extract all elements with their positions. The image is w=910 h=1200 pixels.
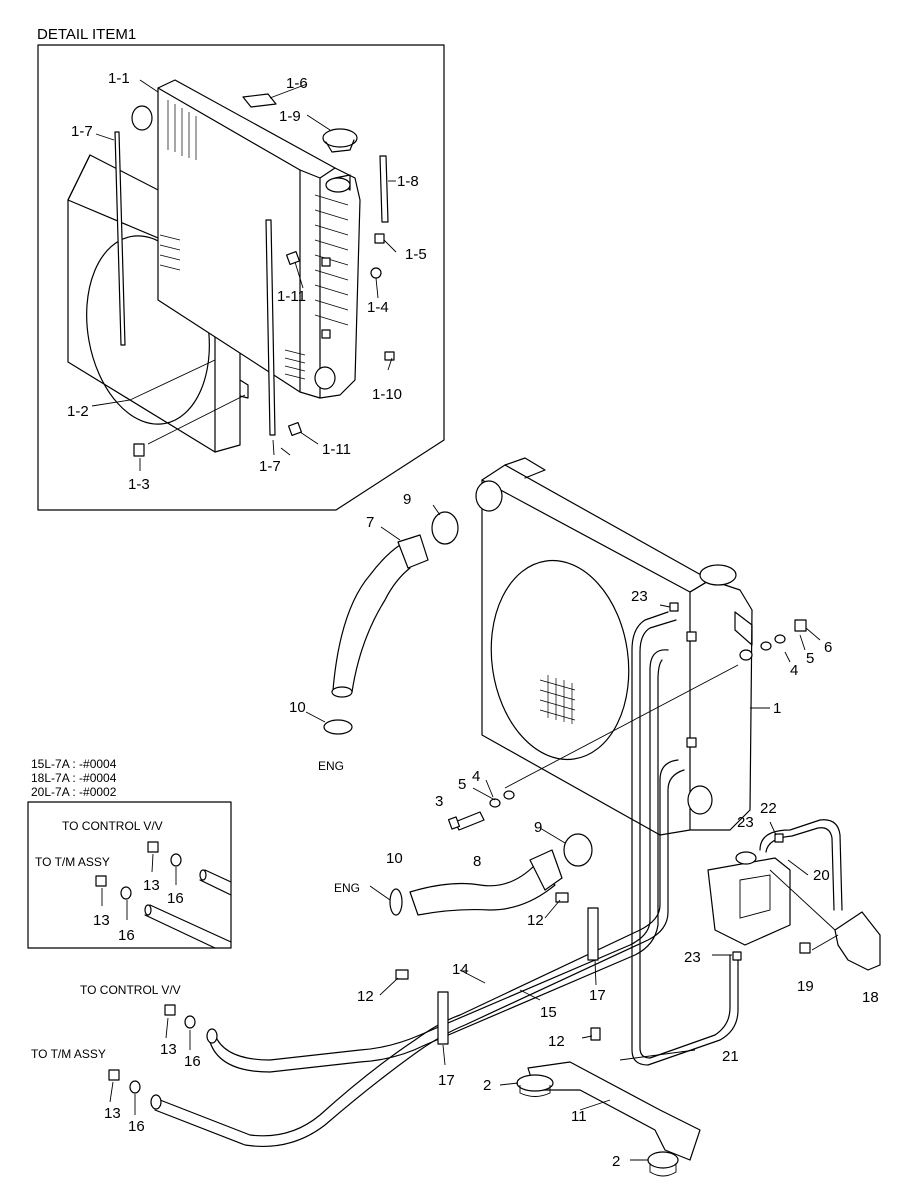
label-1-4: 1-4 — [367, 299, 389, 316]
serial-note-20l: 20L-7A : -#0002 — [31, 785, 117, 799]
label-15: 15 — [540, 1004, 557, 1021]
bolt-19 — [799, 942, 811, 954]
detail-fittings — [133, 233, 395, 457]
label-16-main-bottom: 16 — [128, 1118, 145, 1135]
label-7: 7 — [366, 514, 374, 531]
label-1-8: 1-8 — [397, 173, 419, 190]
serial-note-15l: 15L-7A : -#0004 — [31, 757, 117, 771]
inset-label-13-top: 13 — [143, 877, 160, 894]
detail-item1-panel: DETAIL ITEM1 — [37, 26, 445, 511]
label-1-7-bottom: 1-7 — [259, 458, 281, 475]
label-2-top: 2 — [483, 1077, 491, 1094]
main-radiator — [475, 457, 753, 836]
reservoir-bracket — [834, 911, 881, 971]
inset-frame — [27, 801, 232, 949]
detail-overflow-pipe — [379, 155, 389, 223]
label-22: 22 — [760, 800, 777, 817]
label-18: 18 — [862, 989, 879, 1006]
coolant-reservoir — [707, 819, 843, 946]
label-8: 8 — [473, 853, 481, 870]
inset-label-16-top: 16 — [167, 890, 184, 907]
label-9-mid: 9 — [534, 819, 542, 836]
label-eng-top: ENG — [318, 759, 344, 773]
inset-label-16-bottom: 16 — [118, 927, 135, 944]
label-4-left: 4 — [472, 768, 480, 785]
label-1-main: 1 — [773, 700, 781, 717]
label-13-main-top: 13 — [160, 1041, 177, 1058]
label-9-top: 9 — [403, 491, 411, 508]
label-1-11-top: 1-11 — [277, 288, 306, 305]
label-eng-mid: ENG — [334, 881, 360, 895]
label-to-tm-main: TO T/M ASSY — [31, 1047, 106, 1061]
label-11: 11 — [571, 1108, 587, 1125]
label-1-2: 1-2 — [67, 403, 89, 420]
label-20: 20 — [813, 867, 830, 884]
label-1-11-bottom: 1-11 — [322, 441, 351, 458]
clamp-lower — [563, 833, 593, 867]
label-1-1: 1-1 — [108, 70, 130, 87]
serial-notes: 15L-7A : -#0004 18L-7A : -#0004 20L-7A :… — [31, 757, 117, 799]
oil-cooler-lines — [150, 649, 685, 1148]
label-to-control-main: TO CONTROL V/V — [80, 983, 181, 997]
detail-label-plate — [242, 93, 277, 108]
upper-hose — [331, 534, 429, 698]
label-21: 21 — [722, 1048, 739, 1065]
label-17-left: 17 — [438, 1072, 455, 1089]
label-1-5: 1-5 — [405, 246, 427, 263]
label-10-mid: 10 — [386, 850, 403, 867]
inset-to-control: TO CONTROL V/V — [62, 819, 163, 833]
detail-radiator-core — [131, 79, 361, 399]
label-5-left: 5 — [458, 776, 466, 793]
label-1-10: 1-10 — [372, 386, 402, 403]
mount-bracket — [516, 1061, 701, 1177]
bolt-washers — [447, 619, 807, 831]
label-14: 14 — [452, 961, 469, 978]
detail-frame — [37, 44, 445, 511]
label-10-top: 10 — [289, 699, 306, 716]
label-6: 6 — [824, 639, 832, 656]
label-3: 3 — [435, 793, 443, 810]
clamp-top — [431, 511, 459, 545]
detail-leader-lines — [91, 79, 397, 471]
label-4-right: 4 — [790, 662, 798, 679]
label-1-3: 1-3 — [128, 476, 150, 493]
label-1-9: 1-9 — [279, 108, 301, 125]
serial-note-18l: 18L-7A : -#0004 — [31, 771, 117, 785]
label-5-right: 5 — [806, 650, 814, 667]
label-12-left: 12 — [357, 988, 374, 1005]
lower-hose — [409, 849, 563, 916]
label-16-main-top: 16 — [184, 1053, 201, 1070]
detail-seal-strips — [114, 131, 276, 436]
inset-label-13-bottom: 13 — [93, 912, 110, 929]
label-12-bottom: 12 — [548, 1033, 565, 1050]
clamp-engine-lower — [389, 888, 403, 916]
label-23-top: 23 — [631, 588, 648, 605]
overflow-tube — [631, 611, 739, 1066]
label-23-bottom: 23 — [684, 949, 701, 966]
detail-title: DETAIL ITEM1 — [37, 26, 136, 43]
label-1-6: 1-6 — [286, 75, 308, 92]
label-17-right: 17 — [589, 987, 606, 1004]
inset-early-serial: TO CONTROL V/V TO T/M ASSY 13 16 13 16 — [27, 801, 232, 949]
main-leader-lines — [305, 504, 839, 1161]
label-23-mid: 23 — [737, 814, 754, 831]
line-brackets — [437, 907, 599, 1045]
inset-to-tm: TO T/M ASSY — [35, 855, 110, 869]
small-fittings — [108, 602, 784, 1094]
label-13-main-bottom: 13 — [104, 1105, 121, 1122]
label-1-7-top: 1-7 — [71, 123, 93, 140]
label-12-mid: 12 — [527, 912, 544, 929]
label-19: 19 — [797, 978, 814, 995]
clamp-engine-top — [323, 719, 353, 735]
detail-radiator-cap — [322, 128, 358, 153]
label-2-bottom: 2 — [612, 1153, 620, 1170]
